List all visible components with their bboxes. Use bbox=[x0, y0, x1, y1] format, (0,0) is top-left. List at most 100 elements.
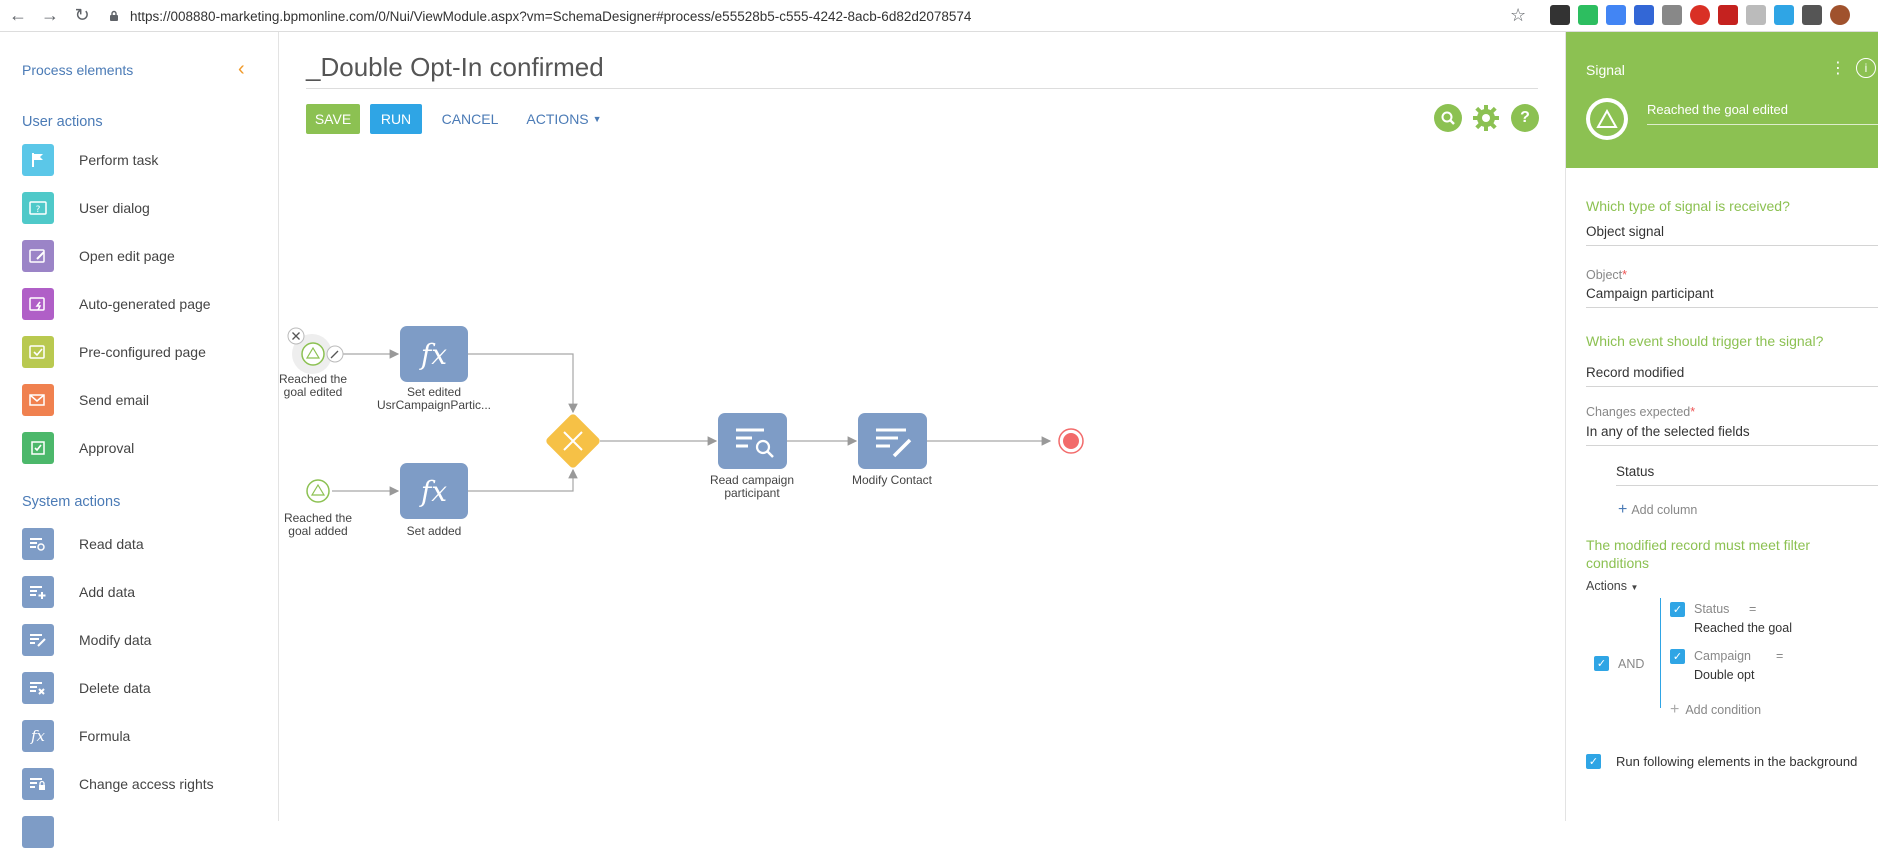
node-label: Reached the bbox=[279, 372, 347, 386]
changes-field[interactable]: In any of the selected fields bbox=[1586, 424, 1750, 439]
actions-menu-button[interactable]: ACTIONS ▼ bbox=[520, 104, 608, 134]
extension-red-icon[interactable] bbox=[1690, 5, 1710, 25]
signal-node-goal-edited[interactable] bbox=[287, 327, 344, 374]
field-underline bbox=[1616, 485, 1878, 486]
cancel-button[interactable]: CANCEL bbox=[441, 111, 499, 127]
element-name[interactable]: Reached the goal edited bbox=[1647, 102, 1788, 117]
edit-page-icon bbox=[22, 240, 54, 272]
condition-value[interactable]: Double opt bbox=[1694, 668, 1755, 682]
element-properties-panel: Signal ⋮ i Reached the goal edited Which… bbox=[1565, 32, 1878, 821]
and-group-checkbox[interactable]: ✓ bbox=[1594, 656, 1609, 671]
element-add-data[interactable]: Add data bbox=[22, 576, 262, 608]
filter-group-line bbox=[1660, 598, 1661, 708]
condition-field[interactable]: Campaign bbox=[1694, 649, 1751, 663]
signal-type-field[interactable]: Object signal bbox=[1586, 224, 1665, 239]
help-icon[interactable]: ? bbox=[1511, 104, 1539, 132]
email-icon bbox=[22, 384, 54, 416]
auto-page-icon bbox=[22, 288, 54, 320]
signal-node-goal-added[interactable] bbox=[306, 479, 330, 503]
download-icon[interactable] bbox=[1774, 5, 1794, 25]
element-label: Formula bbox=[79, 728, 131, 744]
and-operator[interactable]: AND bbox=[1618, 657, 1645, 671]
element-label: Auto-generated page bbox=[79, 296, 211, 312]
run-background-label: Run following elements in the background bbox=[1616, 754, 1858, 769]
extension-bars-icon[interactable] bbox=[1802, 5, 1822, 25]
condition-operator[interactable]: = bbox=[1776, 649, 1784, 663]
element-user-dialog[interactable]: ? User dialog bbox=[22, 192, 262, 224]
formula-node-set-edited[interactable]: fx bbox=[400, 326, 468, 382]
element-open-edit-page[interactable]: Open edit page bbox=[22, 240, 262, 272]
add-column-button[interactable]: +Add column bbox=[1618, 501, 1697, 519]
flag-icon bbox=[22, 144, 54, 176]
extension-icons bbox=[1550, 5, 1850, 25]
info-icon[interactable]: i bbox=[1856, 58, 1876, 78]
element-change-access-rights[interactable]: Change access rights bbox=[22, 768, 262, 800]
condition-campaign-checkbox[interactable]: ✓ bbox=[1670, 649, 1685, 664]
element-label: Delete data bbox=[79, 680, 151, 696]
save-button[interactable]: SAVE bbox=[306, 104, 360, 134]
object-field[interactable]: Campaign participant bbox=[1586, 286, 1714, 301]
filter-actions-menu[interactable]: Actions ▼ bbox=[1586, 579, 1638, 593]
condition-value[interactable]: Reached the goal bbox=[1694, 621, 1792, 635]
run-button[interactable]: RUN bbox=[370, 104, 422, 134]
element-label: Pre-configured page bbox=[79, 344, 206, 360]
question-event: Which event should trigger the signal? bbox=[1586, 333, 1824, 349]
add-column-label: Add column bbox=[1631, 503, 1698, 517]
column-status[interactable]: Status bbox=[1616, 464, 1655, 479]
search-icon[interactable] bbox=[1434, 104, 1462, 132]
node-label: participant bbox=[724, 486, 780, 500]
svg-text:?: ? bbox=[36, 205, 41, 215]
back-icon[interactable]: ← bbox=[9, 5, 27, 25]
process-title[interactable]: _Double Opt-In confirmed bbox=[306, 52, 604, 82]
question-filter: The modified record must meet filter bbox=[1586, 537, 1811, 553]
panel-title: Process elements bbox=[22, 62, 134, 78]
required-marker: * bbox=[1622, 268, 1628, 282]
add-condition-button[interactable]: +Add condition bbox=[1670, 701, 1761, 719]
element-send-email[interactable]: Send email bbox=[22, 384, 262, 416]
extension-grid-icon[interactable] bbox=[1746, 5, 1766, 25]
properties-header: Signal ⋮ i Reached the goal edited bbox=[1566, 32, 1878, 168]
element-approval[interactable]: Approval bbox=[22, 432, 262, 464]
condition-status-checkbox[interactable]: ✓ bbox=[1670, 602, 1685, 617]
element-pre-configured-page[interactable]: Pre-configured page bbox=[22, 336, 262, 368]
evernote-icon[interactable] bbox=[1578, 5, 1598, 25]
reload-icon[interactable]: ↻ bbox=[74, 5, 90, 25]
caret-down-icon: ▼ bbox=[592, 114, 602, 124]
element-modify-data[interactable]: Modify data bbox=[22, 624, 262, 656]
extension-icon[interactable] bbox=[1550, 5, 1570, 25]
element-perform-task[interactable]: Perform task bbox=[22, 144, 262, 176]
access-rights-icon bbox=[22, 768, 54, 800]
collapse-panel-icon[interactable]: ‹ bbox=[238, 58, 245, 80]
question-signal-type: Which type of signal is received? bbox=[1586, 198, 1790, 214]
calendar-icon[interactable] bbox=[1634, 5, 1654, 25]
element-delete-data[interactable]: Delete data bbox=[22, 672, 262, 704]
node-label: UsrCampaignPartic... bbox=[377, 398, 491, 412]
modify-data-node[interactable] bbox=[858, 413, 927, 469]
translate-icon[interactable] bbox=[1606, 5, 1626, 25]
run-background-checkbox[interactable]: ✓ bbox=[1586, 754, 1601, 769]
event-field[interactable]: Record modified bbox=[1586, 365, 1685, 380]
field-underline bbox=[1586, 307, 1878, 308]
formula-node-set-added[interactable]: fx bbox=[400, 463, 468, 519]
element-formula[interactable]: fx Formula bbox=[22, 720, 262, 752]
element-auto-generated-page[interactable]: Auto-generated page bbox=[22, 288, 262, 320]
apps-icon[interactable] bbox=[1662, 5, 1682, 25]
field-underline bbox=[1586, 445, 1878, 446]
forward-icon[interactable]: → bbox=[41, 5, 59, 25]
filter-actions-label: Actions bbox=[1586, 579, 1627, 593]
more-vertical-icon[interactable]: ⋮ bbox=[1830, 60, 1846, 77]
gear-icon[interactable] bbox=[1472, 104, 1500, 132]
object-label: Object* bbox=[1586, 268, 1627, 282]
element-label: Add data bbox=[79, 584, 136, 600]
element-read-data[interactable]: Read data bbox=[22, 528, 262, 560]
condition-operator[interactable]: = bbox=[1749, 602, 1757, 616]
extension-play-icon[interactable] bbox=[1718, 5, 1738, 25]
element-label: Perform task bbox=[79, 152, 159, 168]
bookmark-star-icon[interactable]: ☆ bbox=[1510, 5, 1527, 25]
profile-avatar[interactable] bbox=[1830, 5, 1850, 25]
gateway-node[interactable] bbox=[545, 413, 602, 470]
end-event-node[interactable] bbox=[1058, 428, 1084, 454]
address-bar[interactable]: https://008880-marketing.bpmonline.com/0… bbox=[108, 3, 1548, 29]
condition-field[interactable]: Status bbox=[1694, 602, 1730, 616]
read-data-node[interactable] bbox=[718, 413, 787, 469]
